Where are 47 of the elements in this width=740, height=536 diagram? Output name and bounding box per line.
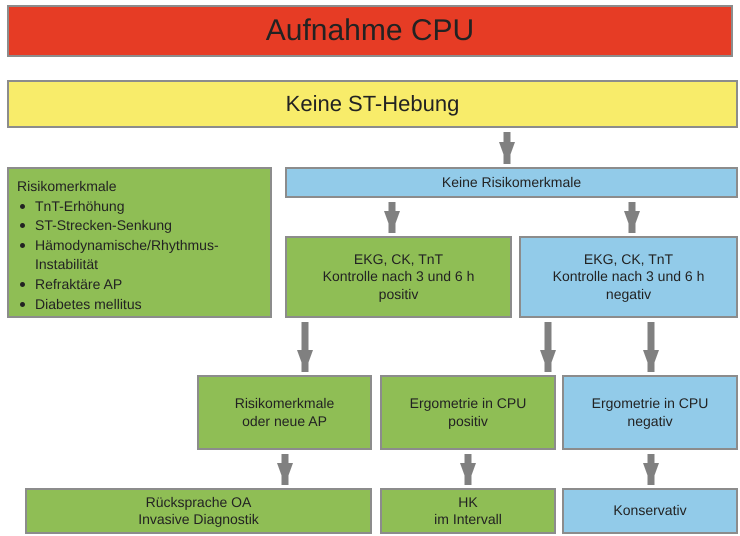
list-item: ST-Strecken-Senkung [17,216,172,236]
box-heading: Risikomerkmale [17,177,117,196]
arrow [624,202,640,233]
box-text: positiv [448,412,488,430]
box-text: oder neue AP [242,412,327,430]
box-text: negativ [627,412,673,430]
arrow [499,132,515,164]
box-text: Ergometrie in CPU [592,395,708,412]
process-box [197,375,372,450]
box-text: Invasive Diagnostik [138,511,259,528]
process-box [380,488,556,534]
process-box [285,167,738,198]
process-box [562,488,738,534]
arrow [384,202,400,233]
process-box [285,236,512,318]
arrow [297,322,313,372]
list-item: TnT-Erhöhung [17,196,124,216]
process-box [25,488,372,534]
header-banner [7,5,733,57]
process-box [519,236,738,318]
arrow [540,322,556,372]
box-text: Rücksprache OA [146,494,252,511]
list-item: Hämodynamische/Rhythmus-Instabilität [17,236,262,275]
process-box [380,375,556,450]
condition-banner [7,80,738,128]
box-text: HK [458,494,478,511]
box-text: EKG, CK, TnT [354,250,444,268]
box-text: Ergometrie in CPU [410,395,526,412]
arrow [643,322,659,372]
process-box [562,375,738,450]
box-text: Keine ST-Hebung [286,90,460,118]
arrow [643,454,659,485]
arrow [460,454,476,485]
box-text: Keine Risikomerkmale [442,174,582,192]
box-text: im Intervall [434,511,502,528]
list-item: Refraktäre AP [17,274,122,295]
box-text: Kontrolle nach 3 und 6 h [552,268,704,286]
process-box [7,167,272,318]
box-text: Kontrolle nach 3 und 6 h [322,268,474,286]
box-text: negativ [606,286,652,304]
arrow [277,454,293,485]
box-text: EKG, CK, TnT [584,250,674,268]
box-text: Konservativ [613,502,687,520]
box-text: Aufnahme CPU [266,13,474,50]
box-text: positiv [378,286,418,304]
box-text: Risikomerkmale [234,395,334,412]
list-item: Diabetes mellitus [17,294,142,314]
